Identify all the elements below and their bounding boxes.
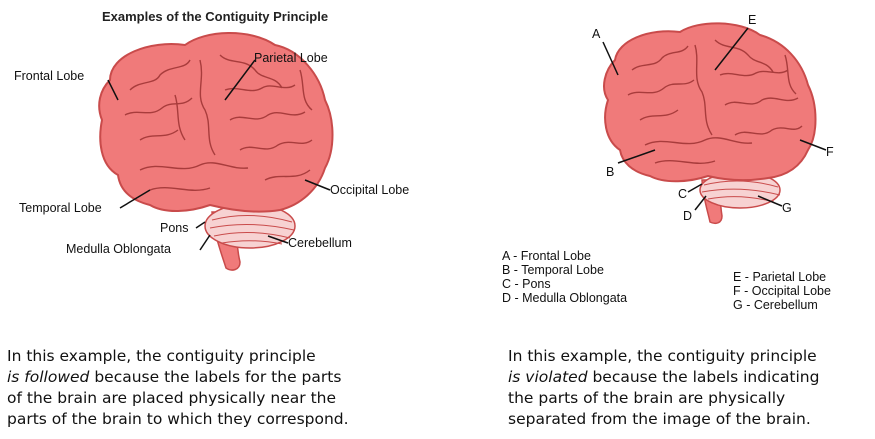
letter-e: E: [748, 13, 756, 27]
right-brain-illustration: [603, 22, 817, 225]
letter-c: C: [678, 187, 687, 201]
label-medulla-oblongata: Medulla Oblongata: [66, 242, 171, 256]
right-caption: In this example, the contiguity principl…: [508, 347, 820, 428]
label-occipital-lobe: Occipital Lobe: [330, 183, 409, 197]
key-item: D - Medulla Oblongata: [502, 291, 628, 305]
key-item: C - Pons: [502, 277, 551, 291]
left-caption: In this example, the contiguity principl…: [7, 347, 349, 428]
letter-a: A: [592, 27, 601, 41]
label-cerebellum: Cerebellum: [288, 236, 352, 250]
label-temporal-lobe: Temporal Lobe: [19, 201, 102, 215]
letter-g: G: [782, 201, 792, 215]
letter-f: F: [826, 145, 834, 159]
key-item: A - Frontal Lobe: [502, 249, 591, 263]
key-item: F - Occipital Lobe: [733, 284, 831, 298]
letter-d: D: [683, 209, 692, 223]
emphasis-violated: is violated: [508, 368, 588, 386]
label-frontal-lobe: Frontal Lobe: [14, 69, 84, 83]
key-item: G - Cerebellum: [733, 298, 818, 312]
left-brain-illustration: [98, 32, 334, 271]
label-key-right: E - Parietal Lobe F - Occipital Lobe G -…: [733, 270, 831, 312]
key-item: E - Parietal Lobe: [733, 270, 827, 284]
left-brain-figure: Frontal Lobe Parietal Lobe Temporal Lobe…: [14, 32, 409, 271]
right-brain-figure: A E B F C D G: [592, 13, 834, 225]
label-pons: Pons: [160, 221, 189, 235]
letter-b: B: [606, 165, 614, 179]
label-key-left: A - Frontal Lobe B - Temporal Lobe C - P…: [502, 249, 627, 305]
emphasis-followed: is followed: [7, 368, 90, 386]
label-parietal-lobe: Parietal Lobe: [254, 51, 328, 65]
key-item: B - Temporal Lobe: [502, 263, 604, 277]
figure-title: Examples of the Contiguity Principle: [101, 9, 329, 24]
